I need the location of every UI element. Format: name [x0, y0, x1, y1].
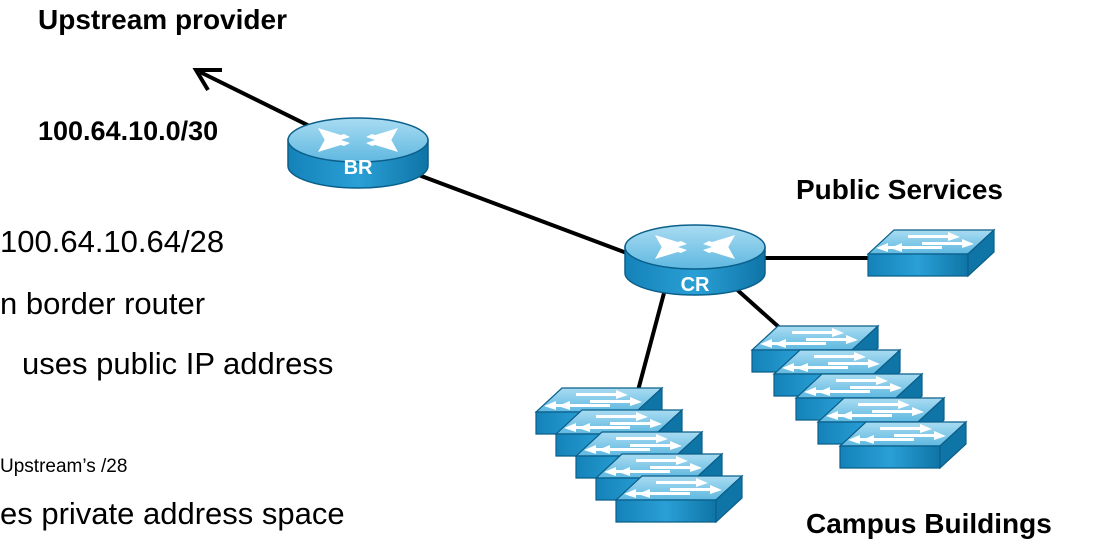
br-cr-link: [399, 166, 641, 260]
text-line-3: uses public IP address: [22, 346, 334, 381]
border-router[interactable]: BR: [287, 117, 429, 189]
public-services-label: Public Services: [796, 174, 1004, 205]
text-line-4: Upstream’s /28: [0, 456, 128, 477]
campus-buildings-label: Campus Buildings: [806, 508, 1052, 539]
campus-stack-left[interactable]: [535, 387, 743, 523]
border-router-label: BR: [344, 157, 373, 179]
switch-stack-icon: [839, 421, 967, 469]
core-router-label: CR: [681, 274, 710, 296]
cr-campus-left-link: [634, 277, 670, 399]
switch-icon: [867, 229, 995, 277]
campus-stack-right[interactable]: [751, 325, 967, 469]
upstream-provider-label: Upstream provider: [38, 4, 287, 35]
public-services-switch[interactable]: [867, 229, 995, 277]
text-line-5: es private address space: [0, 496, 345, 531]
switch-stack-icon: [615, 475, 743, 523]
core-router[interactable]: CR: [624, 224, 766, 296]
text-line-2: n border router: [0, 286, 206, 321]
arrow-icon: [192, 68, 222, 92]
link-subnet-label: 100.64.10.0/30: [38, 116, 219, 146]
text-line-1: 100.64.10.64/28: [0, 224, 225, 259]
